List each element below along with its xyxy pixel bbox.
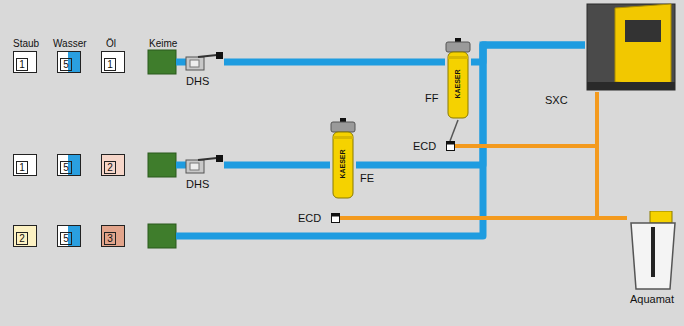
ecd-symbol [446,141,455,151]
germ-square [148,224,176,248]
brand-label: KAESER [339,149,347,178]
brand-label: KAESER [454,69,462,98]
class-number: 1 [16,161,28,174]
valve-node: DHS [184,155,224,175]
quality-class-box: 1 [13,51,37,73]
drain-line [340,218,627,219]
drain-line [597,92,627,218]
component-label: DHS [186,75,209,87]
quality-class-box: 5 [57,225,81,247]
quality-class-box: 5 [57,154,81,176]
valve-node: DHS [184,52,224,72]
component-label: Aquamat [630,293,674,305]
class-number: 5 [60,161,72,174]
aquamat-node: Aquamat [627,211,679,291]
ecd-node: ECD [446,141,455,151]
pipe [176,59,186,66]
germ-square [148,153,176,177]
germ-square [148,50,176,74]
column-header: Wasser [53,38,87,50]
quality-class-box: 5 [57,51,81,73]
drain-line [455,146,627,218]
column-header: Öl [106,38,116,50]
class-number: 5 [60,232,72,245]
component-label: FE [360,172,374,184]
class-number: 3 [104,232,116,245]
class-number: 5 [60,58,72,71]
component-label: ECD [298,212,321,224]
column-header: Staub [13,38,39,50]
dryer-symbol [585,2,677,92]
quality-class-box: 2 [101,154,125,176]
aquamat-symbol [627,211,679,291]
quality-class-box: 2 [13,225,37,247]
pipe [176,162,186,169]
class-number: 1 [104,58,116,71]
pipe [176,42,483,237]
class-number: 1 [16,58,28,71]
valve-symbol [184,52,224,72]
drain-line [450,120,458,141]
quality-class-box: 3 [101,225,125,247]
ecd-symbol [331,213,340,223]
component-label: DHS [186,178,209,190]
component-label: SXC [545,94,568,106]
valve-symbol [184,155,224,175]
quality-class-box: 1 [101,51,125,73]
component-label: ECD [413,140,436,152]
class-number: 2 [104,161,116,174]
dryer-node: SXC [585,2,677,92]
air-pipe [224,62,445,63]
air-pipe [224,165,330,166]
component-label: FF [425,92,438,104]
ecd-node: ECD [331,213,340,223]
quality-class-box: 1 [13,154,37,176]
column-header: Keime [149,38,177,50]
class-number: 2 [16,232,28,245]
